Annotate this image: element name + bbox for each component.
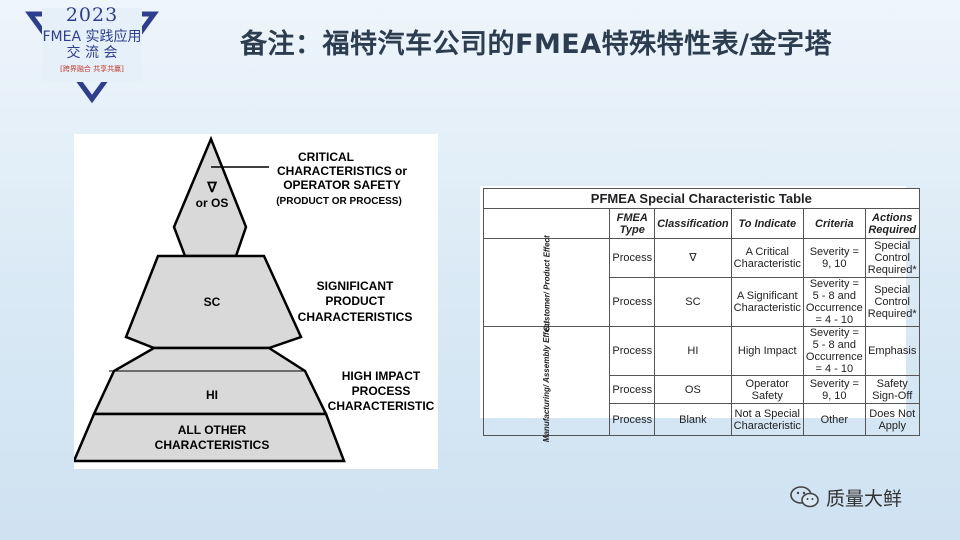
conference-logo: 2023 FMEA 实践应用 交 流 会 [跨界融合 共享共赢] <box>22 4 162 104</box>
group-customer-product: Customer/ Product Effect <box>482 235 611 331</box>
watermark-text: 质量大鲜 <box>826 487 903 510</box>
callout-sc-1: SIGNIFICANT <box>317 279 394 293</box>
table-cell: Other <box>802 403 866 436</box>
pyramid-base-label-2: CHARACTERISTICS <box>155 438 270 452</box>
table-cell: HI <box>654 326 732 376</box>
pyramid-top-label: or OS <box>196 196 229 210</box>
logo-line2: FMEA 实践应用 <box>42 29 142 45</box>
pyramid-top-symbol: ∇ <box>206 179 217 195</box>
pyramid-hi-label: HI <box>206 388 218 402</box>
callout-top-1: CRITICAL <box>298 150 354 164</box>
table-cell: Special Control Required* <box>864 238 920 278</box>
table-header-classification: Classification <box>654 208 732 239</box>
table-cell: Safety Sign-Off <box>864 375 920 404</box>
table-cell: Severity = 9, 10 <box>802 238 866 278</box>
table-cell: Severity = 5 - 8 and Occurrence = 4 - 10 <box>802 326 866 376</box>
table-cell: Process <box>609 326 656 376</box>
table-row: Process SC A Significant Characteristic … <box>484 277 920 327</box>
table-cell: Severity = 9, 10 <box>802 375 866 404</box>
pyramid-hi-level <box>92 346 329 416</box>
callout-hi-1: HIGH IMPACT <box>342 369 421 383</box>
wechat-watermark: 质量大鲜 <box>790 484 902 510</box>
special-characteristic-table: PFMEA Special Characteristic Table FMEA … <box>482 188 920 442</box>
table-cell: Process <box>609 238 656 278</box>
callout-hi-2: PROCESS <box>352 384 411 398</box>
pyramid-panel: ∇ or OS SC HI ALL OTHER CHARACTERISTICS … <box>72 134 438 469</box>
pyramid-sc-label: SC <box>204 295 221 309</box>
table-header-group <box>482 208 611 239</box>
callout-top-2: CHARACTERISTICS or <box>277 164 407 178</box>
table-cell: OS <box>654 375 732 404</box>
callout-top-3: OPERATOR SAFETY <box>283 178 401 192</box>
table-cell: SC <box>654 277 732 327</box>
table-row: Manufacturing/ Assembly Effect Process H… <box>482 321 920 442</box>
special-characteristic-table-panel: PFMEA Special Characteristic Table FMEA … <box>480 186 920 442</box>
logo-year: 2023 <box>65 4 119 26</box>
table-cell: A Critical Characteristic <box>730 238 804 278</box>
table-cell: Does Not Apply <box>864 403 920 436</box>
table-cell: Severity = 5 - 8 and Occurrence = 4 - 10 <box>802 277 866 327</box>
triangle-logo-icon <box>25 8 159 104</box>
table-header-criteria: Criteria <box>802 208 866 239</box>
logo-tagline: [跨界融合 共享共赢] <box>60 65 124 73</box>
page-title: 备注：福特汽车公司的FMEA特殊特性表/金字塔 <box>240 29 833 60</box>
table-header-actions: Actions Required <box>864 208 920 239</box>
table-row: Process OS Operator Safety Severity = 9,… <box>484 375 920 404</box>
table-row: Process Blank Not a Special Characterist… <box>484 403 920 436</box>
table-cell: Process <box>609 277 656 327</box>
table-header-to-indicate: To Indicate <box>730 208 804 239</box>
logo-line3: 交 流 会 <box>66 45 118 61</box>
group-manufacturing-assembly: Manufacturing/ Assembly Effect <box>482 321 611 442</box>
callout-sc-2: PRODUCT <box>325 294 385 308</box>
table-cell: Process <box>609 403 656 436</box>
table-row: Customer/ Product Effect Process ∇ A Cri… <box>482 235 920 331</box>
callout-sc-3: CHARACTERISTICS <box>298 310 413 324</box>
table-cell: Emphasis <box>864 326 920 376</box>
table-cell: Operator Safety <box>730 375 804 404</box>
pyramid-base-label-1: ALL OTHER <box>178 423 247 437</box>
table-cell: Not a Special Characteristic <box>730 403 804 436</box>
callout-hi-3: CHARACTERISTIC <box>328 399 435 413</box>
table-cell: A Significant Characteristic <box>730 277 804 327</box>
pyramid-base-level <box>72 412 346 463</box>
wechat-icon <box>790 486 819 508</box>
pyramid-diagram: ∇ or OS SC HI ALL OTHER CHARACTERISTICS … <box>72 135 435 463</box>
table-cell: High Impact <box>730 326 804 376</box>
table-cell: Process <box>609 375 656 404</box>
callout-top-4: (PRODUCT OR PROCESS) <box>276 196 402 207</box>
table-caption: PFMEA Special Characteristic Table <box>483 188 920 209</box>
table-cell: Blank <box>654 403 732 436</box>
table-header-fmea-type: FMEA Type <box>609 208 656 239</box>
table-cell: ∇ <box>654 238 732 278</box>
table-cell: Special Control Required* <box>864 277 920 327</box>
